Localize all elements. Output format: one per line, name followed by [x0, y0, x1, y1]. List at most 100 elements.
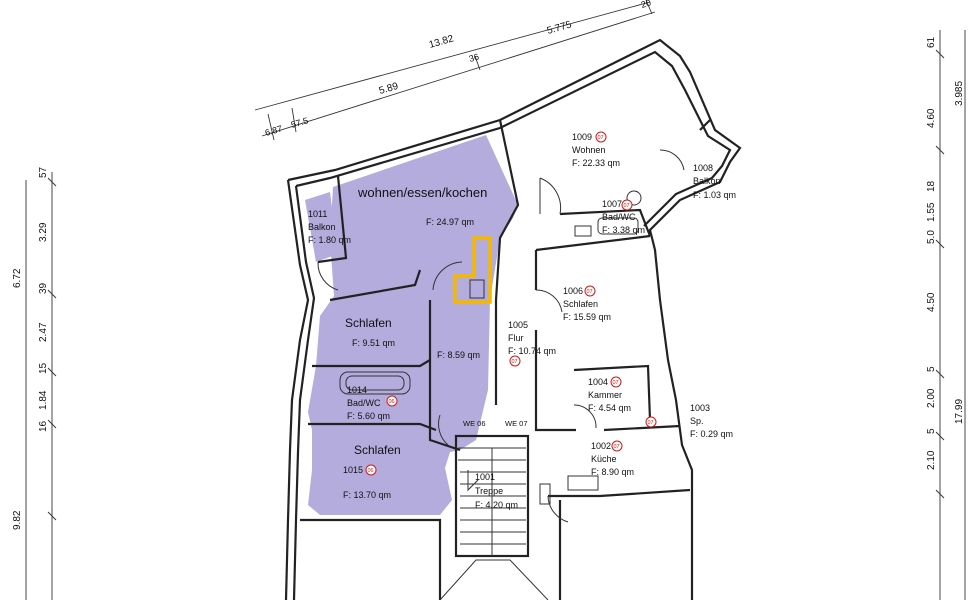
dim-label: 1.55 [926, 202, 937, 222]
room-wohnen-essen-kochen: wohnen/essen/kochen F: 24.97 qm [357, 185, 487, 227]
fixtures [339, 190, 642, 505]
room-1015: Schlafen 1015 06 F: 13.70 qm [343, 443, 401, 500]
room-area: F: 3.38 qm [602, 225, 645, 235]
stair-label-left: WE 06 [463, 419, 486, 428]
room-area: F: 4.20 qm [475, 500, 518, 510]
room-name: Kammer [588, 390, 622, 400]
left-dimensions: 57 3.29 6.72 39 2.47 15 1.84 16 9.82 [12, 166, 49, 530]
room-title: Schlafen [345, 316, 392, 330]
dim-label: 20 [640, 0, 652, 10]
dim-label: 2.00 [926, 388, 937, 408]
dim-label: 5.0 [926, 230, 937, 244]
room-tag-marker: 06 [386, 395, 398, 407]
room-1005: 1005 Flur F: 10.74 qm 07 [508, 320, 556, 367]
room-area: F: 1.03 qm [693, 190, 736, 200]
room-name: Küche [591, 454, 617, 464]
room-1007: 1007 07 Bad/WC F: 3.38 qm [602, 199, 645, 235]
room-tag-marker: 07 [595, 131, 607, 143]
room-1011: 1011 Balkon F: 1.80 qm [308, 209, 351, 245]
dim-label: 6.87 [264, 123, 284, 137]
door-swings [317, 149, 685, 523]
interior-walls [300, 119, 711, 600]
room-area: F: 10.74 qm [508, 346, 556, 356]
room-area: F: 1.80 qm [308, 235, 351, 245]
dim-label: 9.82 [12, 510, 23, 530]
room-title: Schlafen [354, 443, 401, 457]
room-tag-marker: 06 [365, 464, 377, 476]
dim-label: 17.99 [954, 399, 965, 424]
room-area: F: 24.97 qm [426, 217, 474, 227]
room-name: Bad/WC [602, 212, 636, 222]
room-tag-marker: 07 [509, 355, 521, 367]
room-area: F: 5.60 qm [347, 411, 390, 421]
room-area: F: 22.33 qm [572, 158, 620, 168]
svg-text:07: 07 [512, 359, 518, 365]
dim-label: 3.985 [954, 81, 965, 106]
staircase [439, 434, 549, 600]
kitchen-highlight [453, 236, 492, 304]
room-number: 1011 [308, 209, 327, 219]
room-schlafen-a: Schlafen F: 9.51 qm [345, 316, 395, 348]
dim-label: 13.82 [428, 33, 456, 51]
room-name: Bad/WC [347, 398, 381, 408]
room-number: 1006 [563, 286, 583, 296]
svg-text:06: 06 [368, 468, 374, 474]
room-tag-marker: 07 [610, 376, 622, 388]
room-name: Wohnen [572, 145, 605, 155]
dim-label: 39 [38, 282, 49, 294]
dim-label: 57.5 [290, 115, 310, 129]
room-number: 1008 [693, 163, 713, 173]
room-1004: 1004 07 Kammer F: 4.54 qm [588, 376, 631, 413]
room-area: F: 15.59 qm [563, 312, 611, 322]
room-1006: 1006 07 Schlafen F: 15.59 qm [563, 285, 611, 322]
apartment-fill [305, 135, 518, 515]
room-name: Schlafen [563, 299, 598, 309]
room-number: 1014 [347, 385, 367, 395]
room-number: 1007 [602, 199, 622, 209]
svg-text:07: 07 [624, 203, 630, 209]
room-number: 1004 [588, 377, 608, 387]
room-number: 1005 [508, 320, 528, 330]
room-area: F: 8.59 qm [437, 350, 480, 360]
dim-label: 4.50 [926, 292, 937, 312]
room-area: F: 4.54 qm [588, 403, 631, 413]
dim-label: 1.84 [38, 390, 49, 410]
dim-label: 5.775 [546, 19, 574, 37]
dim-label: 5 [926, 366, 937, 372]
dimension-lines [25, 0, 966, 600]
room-tag-marker: 07 [611, 440, 623, 452]
room-1008: 1008 Balkon F: 1.03 qm [693, 163, 736, 200]
room-area: F: 8.90 qm [591, 467, 634, 477]
outer-walls [284, 38, 742, 600]
dim-label: 36 [468, 52, 480, 64]
dim-label: 2.47 [38, 322, 49, 342]
dim-label: 5 [926, 428, 937, 434]
dim-label: 61 [926, 36, 937, 48]
svg-text:07: 07 [598, 135, 604, 141]
room-name: Flur [508, 333, 524, 343]
room-area: F: 13.70 qm [343, 490, 391, 500]
room-1002: 1002 07 Küche F: 8.90 qm [591, 440, 634, 477]
room-title: wohnen/essen/kochen [357, 185, 487, 200]
room-name: Sp. [690, 416, 704, 426]
dim-label: 2.10 [926, 450, 937, 470]
dim-label: 3.29 [38, 222, 49, 242]
right-dimensions: 61 3.985 4.60 18 1.55 5.0 4.50 5 2.00 5 … [926, 36, 965, 470]
room-unnamed: F: 8.59 qm [437, 350, 480, 360]
svg-text:07: 07 [613, 380, 619, 386]
svg-text:07: 07 [614, 444, 620, 450]
dim-label: 16 [38, 420, 49, 432]
room-area: F: 9.51 qm [352, 338, 395, 348]
room-name: Balkon [693, 176, 721, 186]
dim-label: 15 [38, 362, 49, 374]
room-number: 1003 [690, 403, 710, 413]
svg-text:07: 07 [648, 420, 654, 426]
svg-text:07: 07 [587, 289, 593, 295]
dim-label: 57 [38, 166, 49, 178]
dim-label: 4.60 [926, 108, 937, 128]
room-1001: WE 06 WE 07 1001 Treppe F: 4.20 qm [463, 419, 528, 510]
dim-label: 18 [926, 180, 937, 192]
room-tag-marker: 07 [645, 416, 657, 428]
room-1014: 1014 Bad/WC 06 F: 5.60 qm [347, 385, 398, 421]
